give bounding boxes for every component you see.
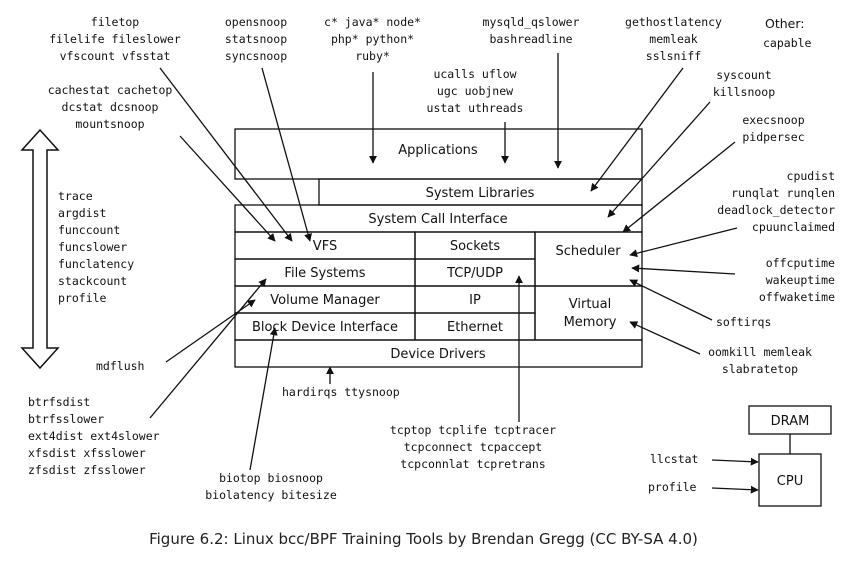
tools-llcstat: llcstat <box>650 452 699 466</box>
tools-profile-cpu: profile <box>648 480 697 494</box>
arrow-mdflush-to-volume <box>165 299 256 363</box>
tools-oomkill: oomkill memleak slabratetop <box>708 345 812 376</box>
tools-hardirqs: hardirqs ttysnoop <box>282 385 400 399</box>
arrow-opensnoop-to-vfs <box>261 67 312 242</box>
tools-trace: trace argdist funccount funcslower funcl… <box>58 189 135 305</box>
tools-softirqs: softirqs <box>716 315 772 329</box>
device-drivers-box <box>234 339 643 368</box>
block-device-interface-label: Block Device Interface <box>252 320 398 335</box>
arrow-offcputime-to-scheduler <box>631 264 736 275</box>
system-libraries-label: System Libraries <box>426 186 535 201</box>
scheduler-label: Scheduler <box>555 244 621 259</box>
arrow-btrfs-to-filesystems <box>149 278 267 419</box>
other-label: Other: <box>765 16 805 31</box>
stack-span-double-arrow <box>20 128 60 370</box>
arrow-cpudist-to-scheduler <box>629 227 738 258</box>
tools-mdflush: mdflush <box>96 359 145 373</box>
tools-execsnoop: execsnoop pidpersec <box>742 113 805 144</box>
tools-opensnoop: opensnoop statsnoop syncsnoop <box>224 15 288 63</box>
file-systems-label: File Systems <box>284 266 365 281</box>
arrow-llcstat-to-cpu <box>711 457 759 466</box>
tcp-udp-label: TCP/UDP <box>446 266 503 281</box>
figure-caption: Figure 6.2: Linux bcc/BPF Training Tools… <box>149 530 698 548</box>
ethernet-label: Ethernet <box>447 320 503 335</box>
tools-ucalls: ucalls uflow ugc uobjnew ustat uthreads <box>426 67 524 115</box>
system-call-interface-label: System Call Interface <box>368 212 507 227</box>
volume-manager-label: Volume Manager <box>270 293 380 308</box>
arrow-gethostlatency-to-libraries <box>590 67 684 192</box>
tools-other: capable <box>763 36 812 50</box>
tools-gethostlatency: gethostlatency memleak sslsniff <box>625 15 722 63</box>
dram-label: DRAM <box>771 414 810 429</box>
applications-label: Applications <box>398 143 478 158</box>
ip-label: IP <box>469 293 481 308</box>
arrow-syscount-to-syscall <box>607 101 711 218</box>
tools-tcptop: tcptop tcplife tcptracer tcpconnect tcpa… <box>389 423 557 471</box>
tools-offcputime: offcputime wakeuptime offwaketime <box>758 256 835 304</box>
tools-cachestat: cachestat cachetop dcstat dcsnoop mounts… <box>47 83 173 131</box>
tools-cpudist: cpudist runqlat runqlen deadlock_detecto… <box>717 169 835 234</box>
cpu-label: CPU <box>777 474 803 489</box>
tools-languages: c* java* node* php* python* ruby* <box>324 15 421 63</box>
tools-filetop: filetop filelife fileslower vfscount vfs… <box>49 15 181 63</box>
device-drivers-label: Device Drivers <box>390 347 486 362</box>
tools-syscount: syscount killsnoop <box>712 68 776 99</box>
arrow-biotop-to-block <box>249 327 278 471</box>
arrow-cachestat-to-vfs <box>179 135 276 242</box>
virtual-memory-box <box>534 285 643 341</box>
arrow-filetop-to-vfs <box>159 67 293 242</box>
tools-mysqld: mysqld_qslower bashreadline <box>482 15 580 46</box>
vfs-label: VFS <box>313 239 337 254</box>
tools-btrfsdist: btrfsdist btrfsslower ext4dist ext4slowe… <box>28 395 160 477</box>
arrow-profile-to-cpu <box>711 485 759 494</box>
sockets-label: Sockets <box>450 239 501 254</box>
scheduler-box <box>534 231 643 287</box>
tools-biotop: biotop biosnoop biolatency bitesize <box>205 471 337 502</box>
arrow-execsnoop-to-syscall <box>622 141 736 233</box>
arrow-oomkill-to-vm <box>629 321 701 355</box>
arrow-softirqs-to-scheduler <box>629 279 713 321</box>
